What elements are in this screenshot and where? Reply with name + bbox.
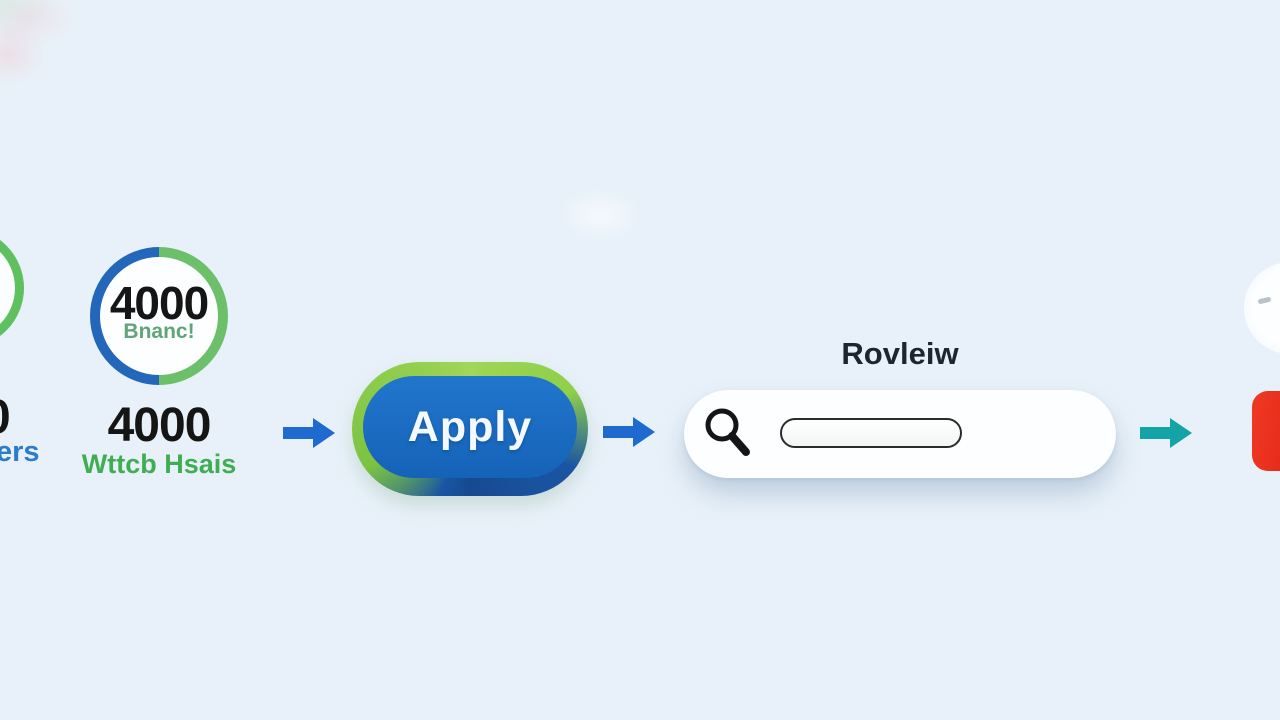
apply-button-label: Apply xyxy=(407,402,533,451)
magnifier-icon xyxy=(705,408,750,456)
ring-value: 4000 xyxy=(109,277,209,329)
partial-white-circle xyxy=(1244,262,1280,354)
search-input[interactable] xyxy=(780,418,962,448)
apply-button-ring: Apply xyxy=(352,362,588,496)
review-title: Rovleiw xyxy=(841,336,959,371)
partial-stat-label: ers xyxy=(0,436,40,468)
flow-arrow-3 xyxy=(1140,418,1192,448)
watch-hours-label: Wttcb Hsais xyxy=(81,449,237,479)
flow-arrow-1 xyxy=(283,418,335,448)
watch-hours-ring-icon xyxy=(90,247,228,385)
watch-hours-value: 4000 xyxy=(107,399,212,452)
flow-arrow-2 xyxy=(603,417,655,447)
ring-sublabel: Bnanc! xyxy=(123,320,195,343)
youtube-play-icon[interactable] xyxy=(1252,391,1280,471)
partial-stat-ring xyxy=(0,228,24,348)
apply-button[interactable]: Apply xyxy=(363,376,577,478)
partial-stat-number: 0 xyxy=(0,390,11,445)
